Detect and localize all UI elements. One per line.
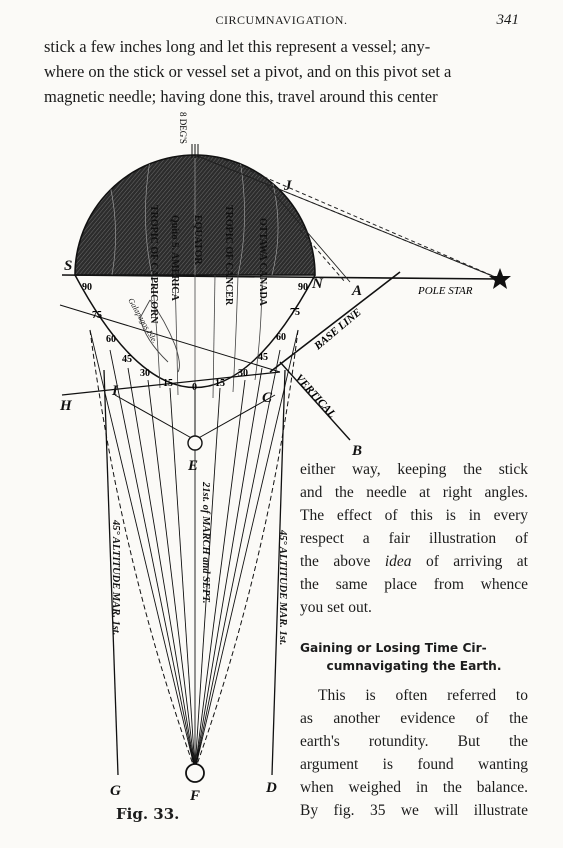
svg-text:60: 60 — [276, 332, 286, 343]
svg-text:75: 75 — [92, 310, 102, 321]
figure-33-diagram: POLE STAR 8 DEG'S BASE LINE VERTICAL 90 … — [59, 112, 511, 804]
top-mark: 8 DEG'S — [178, 112, 199, 158]
equator-label: EQUATOR — [192, 215, 203, 265]
d-line — [271, 369, 286, 776]
text-line-with-italic: the above idea of arriving at — [300, 553, 528, 570]
date-line-label: 21st. of MARCH and SEPT. — [200, 481, 211, 604]
vertical-line — [279, 361, 351, 441]
label-a: A — [351, 283, 362, 299]
figure-caption: Fig. 33. — [116, 805, 180, 823]
svg-text:8 DEG'S: 8 DEG'S — [178, 112, 188, 144]
running-title: CIRCUMNAVIGATION. — [215, 13, 348, 27]
label-j: J — [283, 178, 292, 194]
label-s: S — [64, 258, 72, 274]
vertical-label: VERTICAL — [293, 372, 339, 421]
base-line — [269, 271, 401, 373]
cone-lines — [89, 329, 299, 771]
svg-text:15: 15 — [215, 378, 225, 389]
section-heading: Gaining or Losing Time Cir- cumnavigatin… — [300, 639, 528, 675]
altitude-right-label: 45° ALTITUDE MAR. 1st. — [277, 529, 288, 645]
text-line: either way, keeping the stick — [300, 461, 528, 478]
quito-label: Quito S. AMERICA — [169, 215, 180, 302]
svg-text:45: 45 — [122, 354, 132, 365]
svg-text:60: 60 — [106, 334, 116, 345]
text-line: and the needle at right angles. — [300, 484, 528, 501]
svg-text:15: 15 — [163, 378, 173, 389]
column-text-top: either way, keeping the stick and the ne… — [300, 458, 528, 619]
page-number: 341 — [496, 12, 520, 28]
italic-word: idea — [384, 553, 412, 570]
label-n: N — [311, 276, 324, 292]
text-line: By fig. 35 we will illustrate — [300, 802, 528, 819]
label-g: G — [110, 783, 121, 799]
text-line: earth's rotundity. But the — [300, 733, 528, 750]
altitude-left-label: 45° ALTITUDE MAR. 1st. — [110, 519, 121, 635]
tropic-capricorn-label: TROPIC OF CAPRICORN — [148, 205, 159, 324]
intro-paragraph: stick a few inches long and let this rep… — [44, 34, 524, 109]
degree-scale: 90 75 60 45 30 15 0 15 30 45 60 75 90 — [82, 282, 308, 393]
south-america-outline — [139, 299, 180, 373]
heading-line: Gaining or Losing Time Cir- — [300, 641, 487, 655]
label-d: D — [265, 780, 277, 796]
label-h: H — [59, 398, 73, 414]
svg-text:45: 45 — [258, 352, 268, 363]
heading-line: cumnavigating the Earth. — [326, 659, 502, 673]
label-b: B — [351, 443, 362, 459]
label-i: I — [111, 383, 119, 399]
star-icon — [489, 268, 511, 289]
ottawa-label: OTTAWA CANADA — [257, 218, 268, 307]
g-line — [103, 369, 119, 776]
base-line-label: BASE LINE — [311, 306, 363, 353]
svg-text:90: 90 — [298, 282, 308, 293]
text-line: This is often referred to — [318, 687, 528, 704]
text-line: argument is found wanting — [300, 756, 528, 773]
text-line: when weighed in the balance. — [300, 779, 528, 796]
text-line: where on the stick or vessel set a pivot… — [44, 62, 452, 81]
label-c: C — [262, 390, 273, 406]
column-text-bottom: This is often referred to as another evi… — [300, 684, 528, 822]
svg-text:90: 90 — [82, 282, 92, 293]
running-head: CIRCUMNAVIGATION. 341 — [0, 12, 563, 32]
h-line — [59, 304, 281, 373]
label-f: F — [189, 788, 200, 804]
point-f — [185, 763, 205, 783]
text-line: as another evidence of the — [300, 710, 528, 727]
text-line: magnetic needle; having done this, trave… — [44, 87, 438, 106]
text-line: stick a few inches long and let this rep… — [44, 37, 431, 56]
svg-text:0: 0 — [192, 382, 197, 393]
horizon-line — [61, 274, 501, 280]
text-line: you set out. — [300, 599, 372, 616]
text-line: The effect of this is in every — [300, 507, 528, 524]
text-line: respect a fair illustration of — [300, 530, 528, 547]
svg-text:30: 30 — [140, 368, 150, 379]
svg-text:30: 30 — [238, 368, 248, 379]
pole-star-label: POLE STAR — [417, 285, 473, 297]
label-e: E — [187, 458, 198, 474]
point-e — [187, 435, 203, 451]
svg-text:75: 75 — [290, 307, 300, 318]
text-line: the same place from whence — [300, 576, 528, 593]
tropic-cancer-label: TROPIC OF CANCER — [223, 205, 234, 306]
